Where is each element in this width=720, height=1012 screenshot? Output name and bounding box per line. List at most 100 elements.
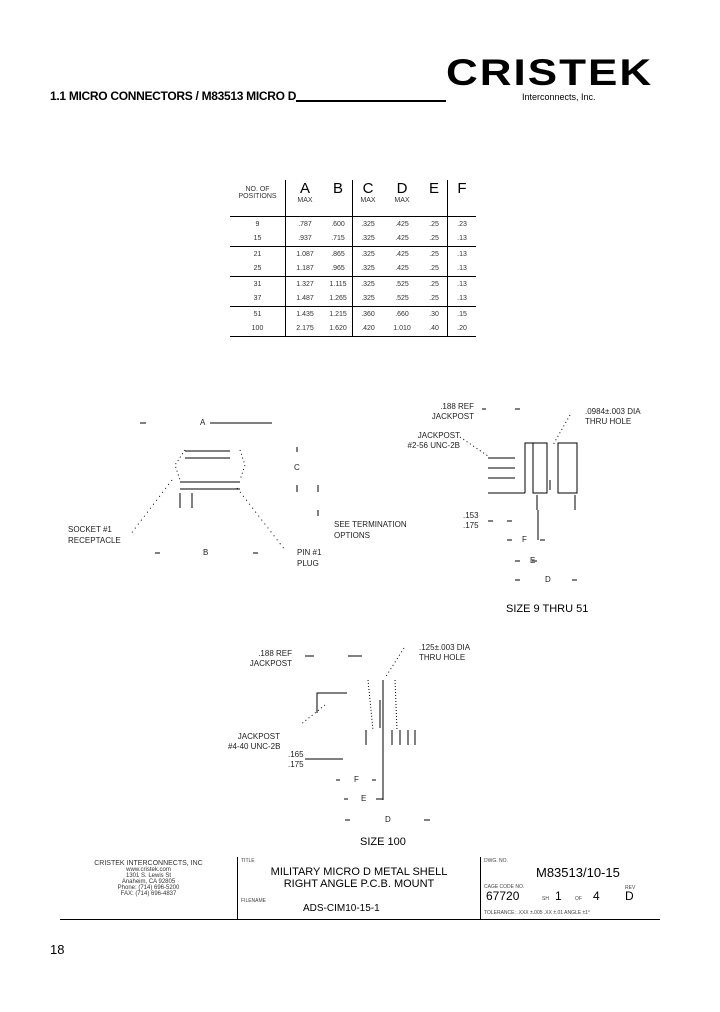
dim-e-label: E xyxy=(530,556,536,565)
dim-a-label: A xyxy=(200,418,206,427)
table-cell: .325 xyxy=(361,295,375,303)
height-dim-2: .175 xyxy=(463,521,479,530)
col-header-positions-2: POSITIONS xyxy=(238,193,277,200)
table-cell: .25 xyxy=(421,246,448,262)
table-cell: .13 xyxy=(457,295,467,303)
hole-label-2: THRU HOLE xyxy=(585,417,632,426)
table-cell: .937 xyxy=(298,235,312,243)
jackpost-label-2: #2-56 UNC-2B xyxy=(407,441,460,450)
table-cell: 1.115 xyxy=(324,276,353,292)
table-cell: .325 xyxy=(352,216,383,232)
filename: ADS-CIM10-15-1 xyxy=(303,903,380,914)
size-caption-100: SIZE 100 xyxy=(360,836,406,848)
company-web: www.cristek.com xyxy=(126,867,171,873)
table-cell: 1.620 xyxy=(324,321,353,337)
col-header-c: C xyxy=(362,180,374,197)
table-cell: .15 xyxy=(447,306,476,322)
jackpost-label-1: JACKPOST xyxy=(417,431,460,440)
table-cell: 25 xyxy=(230,261,286,277)
jackpost100-label-2: #4-40 UNC-2B xyxy=(228,742,281,751)
dim-c-label: C xyxy=(294,463,300,472)
page-number: 18 xyxy=(50,942,65,957)
table-cell: .425 xyxy=(395,235,409,243)
table-cell: .25 xyxy=(421,276,448,292)
hole-label-1: .0984±.003 DIA xyxy=(585,407,641,416)
company-city: Anaheim, CA 92805 xyxy=(121,879,176,885)
termination-note-1: SEE TERMINATION xyxy=(334,520,407,529)
logo-subtitle: Interconnects, Inc. xyxy=(522,92,596,102)
table-cell: .13 xyxy=(457,265,467,273)
table-cell: 1.010 xyxy=(383,321,421,337)
table-cell: .715 xyxy=(324,231,353,247)
ref-label-2: JACKPOST xyxy=(431,412,474,421)
table-cell: .40 xyxy=(421,321,448,337)
col-header-b: B xyxy=(332,180,343,197)
table-cell: .23 xyxy=(447,216,476,232)
table-cell: .30 xyxy=(421,306,448,322)
table-cell: .325 xyxy=(361,235,375,243)
table-cell: .660 xyxy=(383,306,421,322)
table-row: 9.787.600.325.425.25.23 xyxy=(230,216,476,232)
table-cell: 37 xyxy=(230,291,286,307)
table-cell: .13 xyxy=(447,276,476,292)
table-cell: .25 xyxy=(421,216,448,232)
col-header-a: A xyxy=(299,180,310,197)
dim-e-label-100: E xyxy=(361,794,367,803)
table-cell: 1.435 xyxy=(285,306,324,322)
table-cell: 2.175 xyxy=(285,321,324,337)
col-header-positions: NO. OF xyxy=(245,186,270,193)
dim-f-label-100: F xyxy=(354,775,359,784)
table-cell: 9 xyxy=(230,216,286,232)
height100-dim-1: .165 xyxy=(288,750,304,759)
col-header-d: D xyxy=(396,180,408,197)
title-line-2: RIGHT ANGLE P.C.B. MOUNT xyxy=(283,878,435,890)
table-cell: 1.087 xyxy=(285,246,324,262)
title-line-1: MILITARY MICRO D METAL SHELL xyxy=(270,866,448,878)
heading-underline xyxy=(296,100,446,102)
dim-b-label: B xyxy=(203,548,209,557)
table-cell: 31 xyxy=(230,276,286,292)
height-dim-1: .153 xyxy=(463,511,479,520)
section-heading: 1.1 MICRO CONNECTORS / M83513 MICRO D xyxy=(50,89,297,103)
table-cell: .325 xyxy=(352,276,383,292)
revision: D xyxy=(625,889,634,903)
ref100-label-1: .188 REF xyxy=(258,649,292,658)
filename-label: FILENAME xyxy=(241,898,267,904)
table-cell: 1.265 xyxy=(324,291,353,307)
cage-code: 67720 xyxy=(486,889,520,903)
sheet-number: 1 xyxy=(555,889,562,903)
jackpost-thread-label: JACKPOST#2-56 UNC-2B xyxy=(398,431,460,451)
table-cell: .25 xyxy=(421,291,448,307)
dwg-label: DWG. NO. xyxy=(484,858,508,864)
table-cell: 15 xyxy=(230,231,286,247)
col-header-c-sub: MAX xyxy=(360,197,376,204)
table-cell: 21 xyxy=(230,246,286,262)
table-cell: .13 xyxy=(457,235,467,243)
table-cell: .360 xyxy=(352,306,383,322)
dim-d-label: D xyxy=(545,575,551,584)
company-street: 1301 S. Lewis St xyxy=(125,873,172,879)
jackpost100-label-1: JACKPOST xyxy=(237,732,280,741)
table-cell: .25 xyxy=(421,261,448,277)
hole100-label-2: THRU HOLE xyxy=(419,653,466,662)
table-cell: .865 xyxy=(324,246,353,262)
company-name: CRISTEK INTERCONNECTS, INC xyxy=(94,860,203,867)
pin-label-1: PIN #1 xyxy=(297,548,322,557)
table-cell: .965 xyxy=(324,261,353,277)
height-dim-label-100: .165.175 xyxy=(288,750,304,770)
company-phone: Phone: (714) 696-5200 xyxy=(117,885,180,891)
drawing-title: MILITARY MICRO D METAL SHELL RIGHT ANGLE… xyxy=(238,866,480,890)
table-cell: .425 xyxy=(383,246,421,262)
table-cell: .525 xyxy=(395,295,409,303)
of-label: OF xyxy=(575,896,582,902)
rev-label: REV xyxy=(625,885,636,891)
height-dim-label: .153.175 xyxy=(463,511,479,531)
table-cell: 1.215 xyxy=(324,306,353,322)
